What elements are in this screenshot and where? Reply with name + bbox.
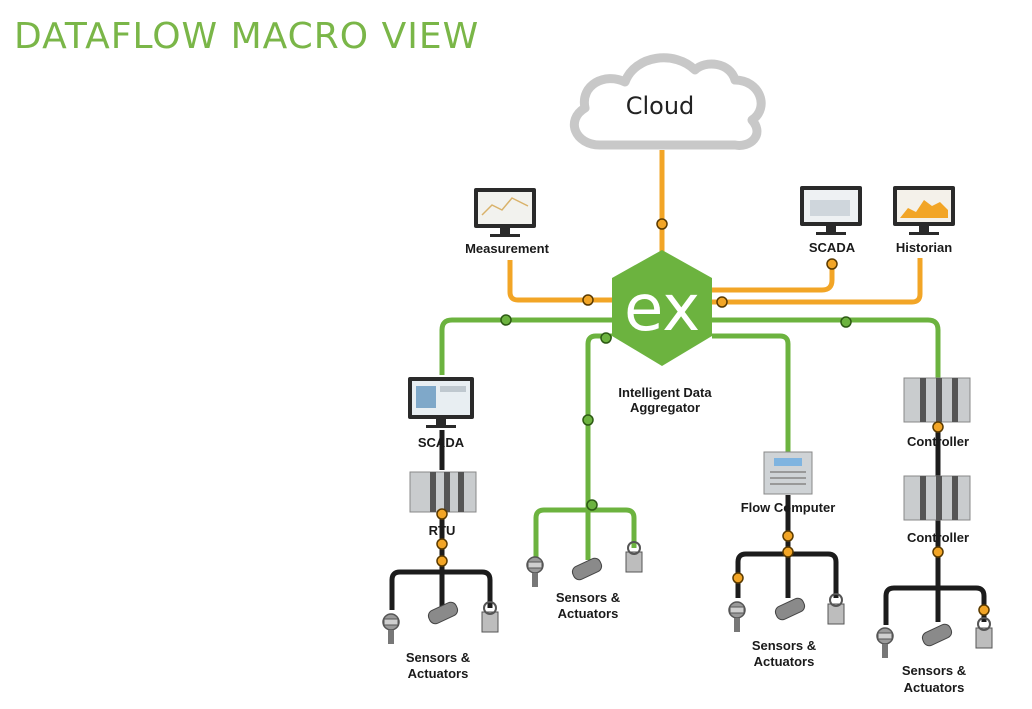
historian-monitor-icon xyxy=(893,186,955,235)
sensor-group-3-line1: Sensors & xyxy=(752,638,816,653)
aggregator-hub: ex Intelligent Data Aggregator xyxy=(612,250,712,415)
sensor-set-1-icon xyxy=(382,601,499,645)
sensor-group-2-line2: Actuators xyxy=(558,606,619,621)
orange-links xyxy=(507,150,923,305)
sensor-group-1-line1: Sensors & xyxy=(406,650,470,665)
sensor-set-4-icon xyxy=(876,617,993,659)
scada-top-label: SCADA xyxy=(809,240,856,255)
historian-label: Historian xyxy=(896,240,952,255)
measurement-label: Measurement xyxy=(465,241,549,256)
scada-top-monitor-icon xyxy=(800,186,862,235)
measurement-monitor-icon xyxy=(474,188,536,237)
green-links xyxy=(439,317,941,565)
sensor-group-3-line2: Actuators xyxy=(754,654,815,669)
orange-connection-dots xyxy=(436,218,990,616)
controller-1-label: Controller xyxy=(907,434,969,449)
hub-label-line1: Intelligent Data xyxy=(618,385,712,400)
sensor-group-2-line1: Sensors & xyxy=(556,590,620,605)
sensor-group-4-line1: Sensors & xyxy=(902,663,966,678)
rtu-device-icon xyxy=(409,471,477,513)
cloud-label: Cloud xyxy=(626,92,695,120)
green-connection-dots xyxy=(500,314,852,511)
cloud-node: Cloud xyxy=(569,53,766,150)
page-title: DATAFLOW MACRO VIEW xyxy=(14,16,480,57)
flow-computer-icon xyxy=(763,451,813,495)
flow-computer-label: Flow Computer xyxy=(741,500,836,515)
controller-2-icon xyxy=(903,475,971,521)
hub-label-line2: Aggregator xyxy=(630,400,700,415)
hub-symbol: ex xyxy=(624,272,700,346)
sensor-set-3-icon xyxy=(728,593,845,633)
black-links xyxy=(389,430,987,625)
scada-left-label: SCADA xyxy=(418,435,465,450)
sensor-group-1-line2: Actuators xyxy=(408,666,469,681)
sensor-group-4-line2: Actuators xyxy=(904,680,965,695)
sensor-set-2-icon xyxy=(526,541,643,588)
controller-2-label: Controller xyxy=(907,530,969,545)
controller-1-icon xyxy=(903,377,971,423)
rtu-label: RTU xyxy=(429,523,456,538)
scada-left-monitor-icon xyxy=(408,377,474,428)
